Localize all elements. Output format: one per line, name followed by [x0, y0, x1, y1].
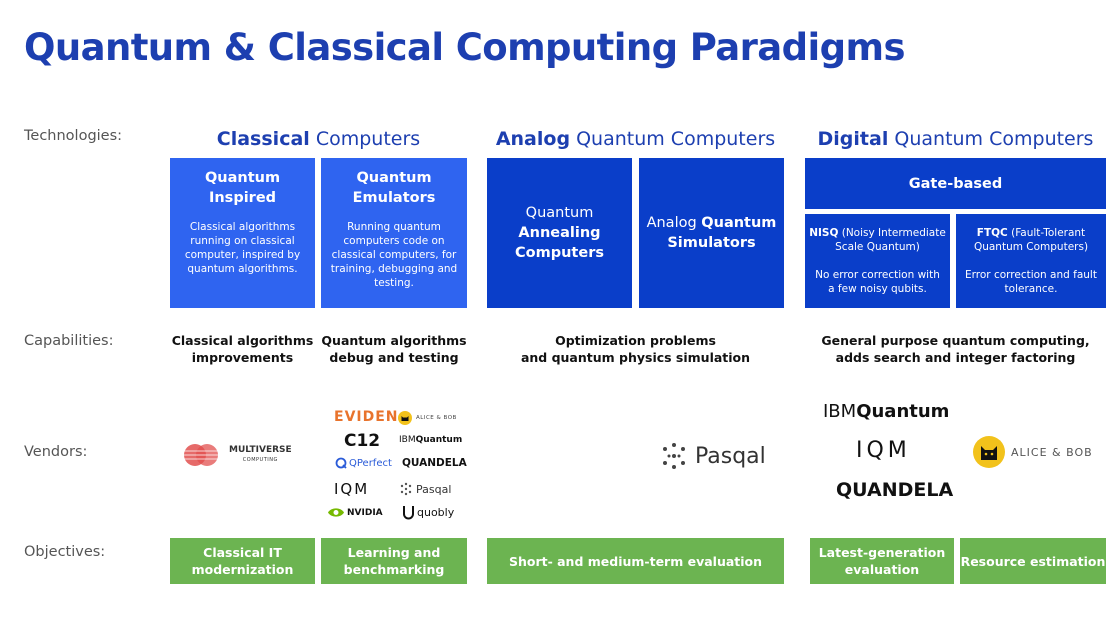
vendor-alice-bob-small-label: ALICE & BOB: [416, 415, 457, 421]
box-quantum-annealing: Quantum Annealing Computers: [487, 158, 632, 308]
column-title-digital-rest: Quantum Computers: [888, 128, 1094, 150]
box-nisq-rest: (Noisy Intermediate Scale Quantum): [835, 227, 946, 253]
box-annealing-line1: Quantum: [525, 205, 594, 221]
box-quantum-inspired-desc: Classical algorithms running on classica…: [184, 221, 301, 275]
box-annealing-line3: Computers: [515, 245, 604, 261]
row-label-capabilities: Capabilities:: [24, 333, 114, 349]
box-ftqc-rest: (Fault-Tolerant Quantum Computers): [973, 227, 1089, 253]
vendor-quandela-large: QUANDELA: [836, 479, 954, 501]
vendor-ibm-small-b: Quantum: [415, 435, 463, 445]
box-quantum-inspired-head: Quantum Inspired: [204, 170, 281, 206]
vendor-alice-bob-large: ALICE & BOB: [973, 436, 1093, 468]
box-gate-based-label: Gate-based: [908, 175, 1003, 192]
objective-learning: Learning and benchmarking: [321, 538, 467, 584]
vendor-pasqal-small: Pasqal: [399, 482, 451, 496]
column-title-digital-bold: Digital: [817, 128, 889, 150]
page-title: Quantum & Classical Computing Paradigms: [24, 26, 905, 69]
box-quantum-inspired: Quantum Inspired Classical algorithms ru…: [170, 158, 315, 308]
nvidia-eye-icon: [328, 508, 344, 517]
vendor-ibm-small-a: IBM: [399, 435, 416, 445]
vendor-iqm-small: IQM: [334, 480, 370, 498]
objective-classical-it: Classical IT modernization: [170, 538, 315, 584]
vendor-multiverse-name: MULTIVERSE: [229, 445, 292, 455]
vendor-multiverse: MULTIVERSE COMPUTING: [183, 443, 292, 467]
column-title-analog-rest: Quantum Computers: [570, 128, 776, 150]
box-simulators-line1b: Quantum: [701, 215, 777, 231]
box-ftqc: FTQC (Fault-Tolerant Quantum Computers) …: [956, 214, 1106, 308]
vendor-iqm-large: IQM: [856, 438, 911, 463]
box-ftqc-bold: FTQC: [976, 227, 1008, 239]
box-quantum-emulators-head: Quantum Emulators: [352, 170, 436, 206]
box-ftqc-desc: Error correction and fault tolerance.: [965, 269, 1097, 295]
vendor-eviden: EVIDEN: [334, 409, 399, 425]
quobly-logo-icon: [403, 506, 414, 520]
vendor-quobly: quobly: [402, 505, 454, 520]
vendor-alice-bob-large-label: ALICE & BOB: [1011, 445, 1093, 459]
vendor-quobly-label: quobly: [417, 506, 455, 519]
box-analog-simulators: Analog Quantum Simulators: [639, 158, 784, 308]
vendor-nvidia-label: NVIDIA: [347, 507, 383, 518]
vendor-ibm-large-b: Quantum: [856, 401, 950, 422]
multiverse-logo-icon: [184, 444, 218, 466]
vendor-quandela-small: QUANDELA: [402, 457, 467, 469]
capability-classical-improvements: Classical algorithms improvements: [171, 333, 314, 365]
vendor-qperfect: QPerfect: [335, 457, 392, 469]
vendor-ibm-large-a: IBM: [823, 401, 857, 422]
row-label-technologies: Technologies:: [24, 128, 123, 144]
vendor-c12: C12: [344, 431, 381, 451]
column-title-classical-bold: Classical: [216, 128, 310, 150]
box-quantum-emulators: Quantum Emulators Running quantum comput…: [321, 158, 467, 308]
objective-resource-estimation: Resource estimation: [960, 538, 1106, 584]
alice-bob-cat-large-icon: [973, 436, 1005, 468]
row-label-vendors: Vendors:: [24, 444, 88, 460]
capability-debug-testing: Quantum algorithms debug and testing: [321, 333, 467, 365]
pasqal-logo-icon: [400, 482, 412, 496]
box-simulators-line1a: Analog: [646, 215, 702, 231]
column-title-digital: Digital Quantum Computers: [805, 128, 1106, 150]
capability-general-purpose: General purpose quantum computing, adds …: [821, 333, 1090, 365]
vendor-pasqal-large-label: Pasqal: [695, 443, 766, 469]
row-label-objectives: Objectives:: [24, 544, 106, 560]
qperfect-logo-icon: [335, 457, 347, 469]
box-annealing-line2: Annealing: [518, 225, 601, 241]
alice-bob-cat-icon: [398, 411, 412, 425]
vendor-pasqal-large: Pasqal: [659, 441, 766, 471]
capability-optimization: Optimization problems and quantum physic…: [520, 333, 751, 365]
vendor-multiverse-sub: COMPUTING: [242, 457, 278, 463]
column-title-analog: Analog Quantum Computers: [487, 128, 784, 150]
vendor-ibm-large: IBM Quantum: [823, 401, 949, 422]
column-title-analog-bold: Analog: [495, 128, 571, 150]
box-quantum-emulators-desc: Running quantum computers code on classi…: [330, 221, 458, 289]
pasqal-logo-large-icon: [663, 443, 685, 469]
vendor-qperfect-label: QPerfect: [349, 457, 392, 469]
box-nisq-desc: No error correction with a few noisy qub…: [815, 269, 940, 295]
vendor-pasqal-small-label: Pasqal: [416, 482, 452, 496]
vendor-nvidia: NVIDIA: [328, 507, 383, 518]
vendor-ibm-small: IBM Quantum: [399, 435, 462, 445]
box-nisq: NISQ (Noisy Intermediate Scale Quantum) …: [805, 214, 950, 308]
box-simulators-line2: Simulators: [667, 235, 756, 251]
objective-short-medium: Short- and medium-term evaluation: [487, 538, 784, 584]
objective-latest-generation: Latest-generation evaluation: [810, 538, 954, 584]
box-nisq-bold: NISQ: [809, 227, 839, 239]
vendor-alice-bob-small: ALICE & BOB: [398, 411, 457, 425]
column-title-classical-rest: Computers: [309, 128, 421, 150]
column-title-classical: Classical Computers: [170, 128, 467, 150]
box-gate-based: Gate-based: [805, 158, 1106, 209]
